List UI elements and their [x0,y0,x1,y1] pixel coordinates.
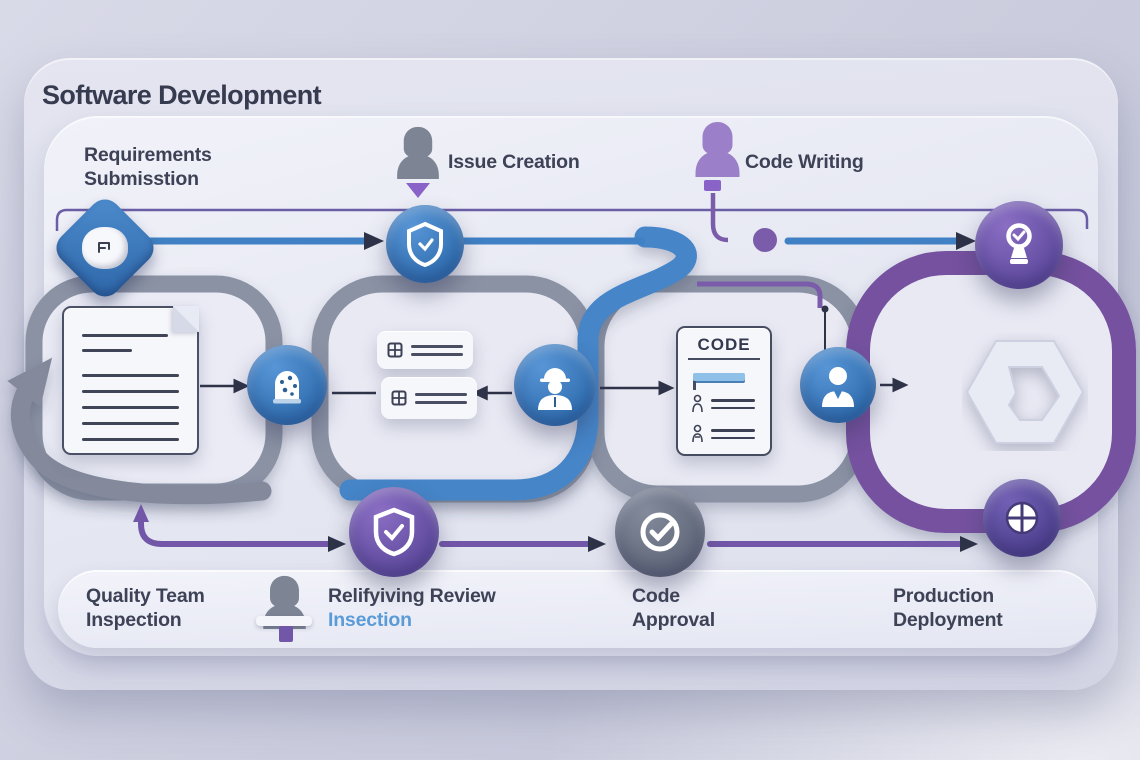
page-title: Software Development [42,80,322,110]
shield-check-icon [373,507,415,557]
requirements-document-icon [62,306,199,455]
engineer-icon [538,368,572,410]
issue-pointer-icon [406,183,430,198]
bug-scan-node [247,345,327,425]
review-label: Relifyiving Review Insection [328,585,496,631]
approval-node [615,487,705,577]
shield-icon [407,221,443,267]
issue-person-icon [396,124,440,179]
bottom-label-bar [58,570,1096,648]
page-fold [173,306,199,332]
person-icon [822,367,854,407]
chat-bubble-icon [82,227,128,269]
circle-check-icon [640,512,680,552]
deployment-node [983,479,1061,557]
scribble-glyph [98,242,110,253]
issue-creation-label: Issue Creation [448,151,580,173]
code-document-icon: CODE [676,326,772,456]
code-writing-person-icon [694,119,741,177]
bug-icon [273,371,301,404]
code-card-title: CODE [697,335,751,354]
grid-icon [391,390,407,406]
developer-node [800,347,876,423]
globe-icon [1005,501,1039,535]
trophy-icon [1006,223,1032,264]
requirements-diamond-icon [49,192,161,304]
desk-icon [256,616,312,626]
grid-icon [387,342,403,358]
task-card-2 [381,377,477,419]
code-writing-marker-icon [704,180,721,191]
highlight-line [693,373,745,381]
quality-label: Quality Team Inspection [86,585,205,631]
release-node [975,201,1063,289]
task-card-1 [377,331,473,369]
requirements-label: Requirements Submisstion [84,144,212,190]
tiny-person-glyph [692,424,703,443]
verification-node [386,205,464,283]
hexagon-build-icon [965,340,1085,444]
quality-gate-node [349,487,439,577]
approval-label: Code Approval [632,585,715,631]
tiny-person-glyph [692,394,703,413]
inspector-marker-icon [279,626,293,642]
code-writing-label: Code Writing [745,151,864,173]
production-label: Production Deployment [893,585,1003,631]
engineer-node [514,344,596,426]
